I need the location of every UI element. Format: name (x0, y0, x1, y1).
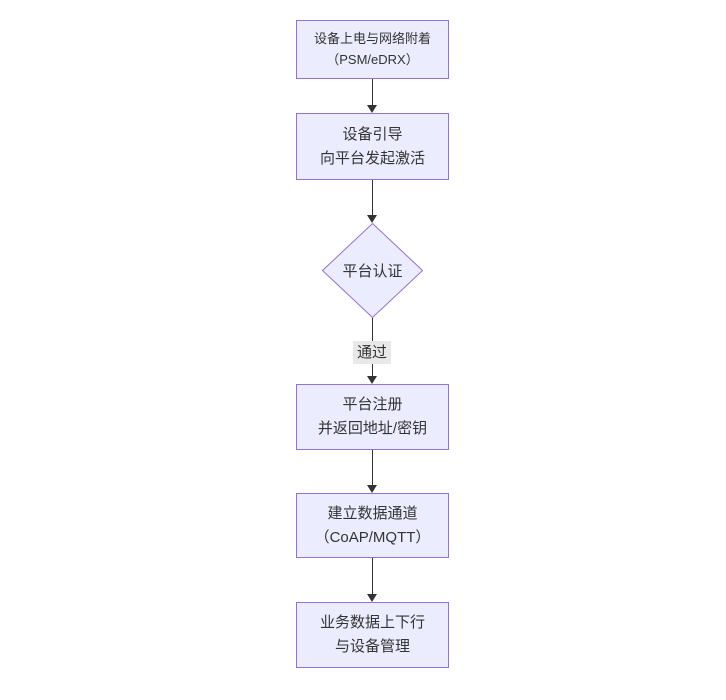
edge-power-to-bootstrap (372, 79, 373, 105)
node-label-line: 平台注册 (342, 396, 403, 413)
edge-bootstrap-to-auth (372, 180, 373, 215)
node-label-line: （PSM/eDRX） (326, 51, 419, 67)
arrowhead-down-icon (367, 594, 377, 602)
decision-platform-auth: 平台认证 (322, 223, 423, 318)
edge-register-to-channel (372, 450, 373, 485)
node-label-line: 与设备管理 (334, 638, 410, 655)
node-label-line: 建立数据通道 (327, 504, 418, 522)
node-label-line: 并返回地址/密钥 (317, 420, 428, 437)
node-label-line: 向平台发起激活 (319, 149, 425, 167)
node-bootstrap: 设备引导 向平台发起激活 (296, 113, 449, 180)
arrowhead-down-icon (367, 376, 377, 384)
edge-channel-to-business (372, 558, 373, 594)
node-label-line: （CoAP/MQTT） (314, 528, 431, 546)
arrowhead-down-icon (367, 215, 377, 223)
node-business-data: 业务数据上下行 与设备管理 (296, 602, 449, 668)
node-power-attach: 设备上电与网络附着 （PSM/eDRX） (296, 20, 449, 79)
diamond-shape-icon (322, 223, 423, 318)
node-label-line: 平台认证 (342, 263, 403, 280)
arrowhead-down-icon (367, 105, 377, 113)
edge-label-pass: 通过 (352, 341, 392, 364)
arrowhead-down-icon (367, 485, 377, 493)
node-register: 平台注册 并返回地址/密钥 (296, 384, 449, 450)
node-data-channel: 建立数据通道 （CoAP/MQTT） (296, 493, 449, 558)
node-label-line: 设备引导 (342, 125, 403, 143)
node-label-line: 设备上电与网络附着 (313, 31, 431, 47)
node-label-line: 业务数据上下行 (319, 614, 425, 631)
